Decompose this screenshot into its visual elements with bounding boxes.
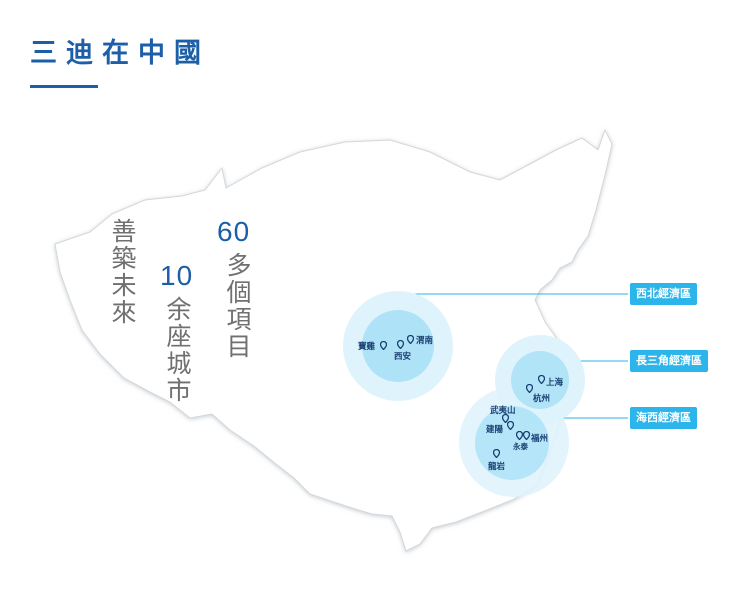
city-wuyishan: 武夷山: [490, 406, 516, 416]
page-title: 三迪在中國: [30, 38, 210, 69]
pin-longyan-icon: [493, 449, 500, 458]
pin-weinan-icon: [407, 335, 414, 344]
region-label-yangtze: 長三角經濟區: [630, 350, 708, 372]
city-baoji: 寶雞: [358, 342, 376, 352]
circle-haixi-inner: [475, 406, 549, 480]
projects-text: 多個項目: [223, 252, 252, 360]
pin-hangzhou-icon: [526, 384, 533, 393]
city-xian: 西安: [394, 352, 412, 362]
pin-fuzhou-icon: [523, 431, 530, 440]
city-hangzhou: 杭州: [533, 394, 551, 404]
city-shanghai: 上海: [546, 378, 564, 388]
city-fuzhou: 福州: [531, 434, 549, 444]
pin-baoji-icon: [380, 341, 387, 350]
city-yongtai: 永泰: [513, 442, 528, 451]
city-longyan: 龍岩: [488, 462, 506, 472]
region-label-haixi: 海西經濟區: [630, 407, 697, 429]
pin-yongtai-icon: [516, 431, 523, 440]
circle-yangtze-inner: [511, 351, 569, 409]
pin-xian-icon: [397, 340, 404, 349]
tagline-text: 善築未來: [108, 218, 137, 326]
title-underline: [30, 85, 98, 88]
projects-count: 60: [217, 216, 251, 247]
pin-shanghai-icon: [538, 375, 545, 384]
cities-count: 10: [160, 260, 194, 291]
cities-text: 余座城市: [163, 296, 192, 404]
pin-jianyang-icon: [507, 421, 514, 430]
city-weinan: 渭南: [416, 336, 434, 346]
city-jianyang: 建陽: [486, 425, 504, 435]
region-label-northwest: 西北經濟區: [630, 283, 697, 305]
pin-wuyishan-icon: [502, 414, 509, 423]
